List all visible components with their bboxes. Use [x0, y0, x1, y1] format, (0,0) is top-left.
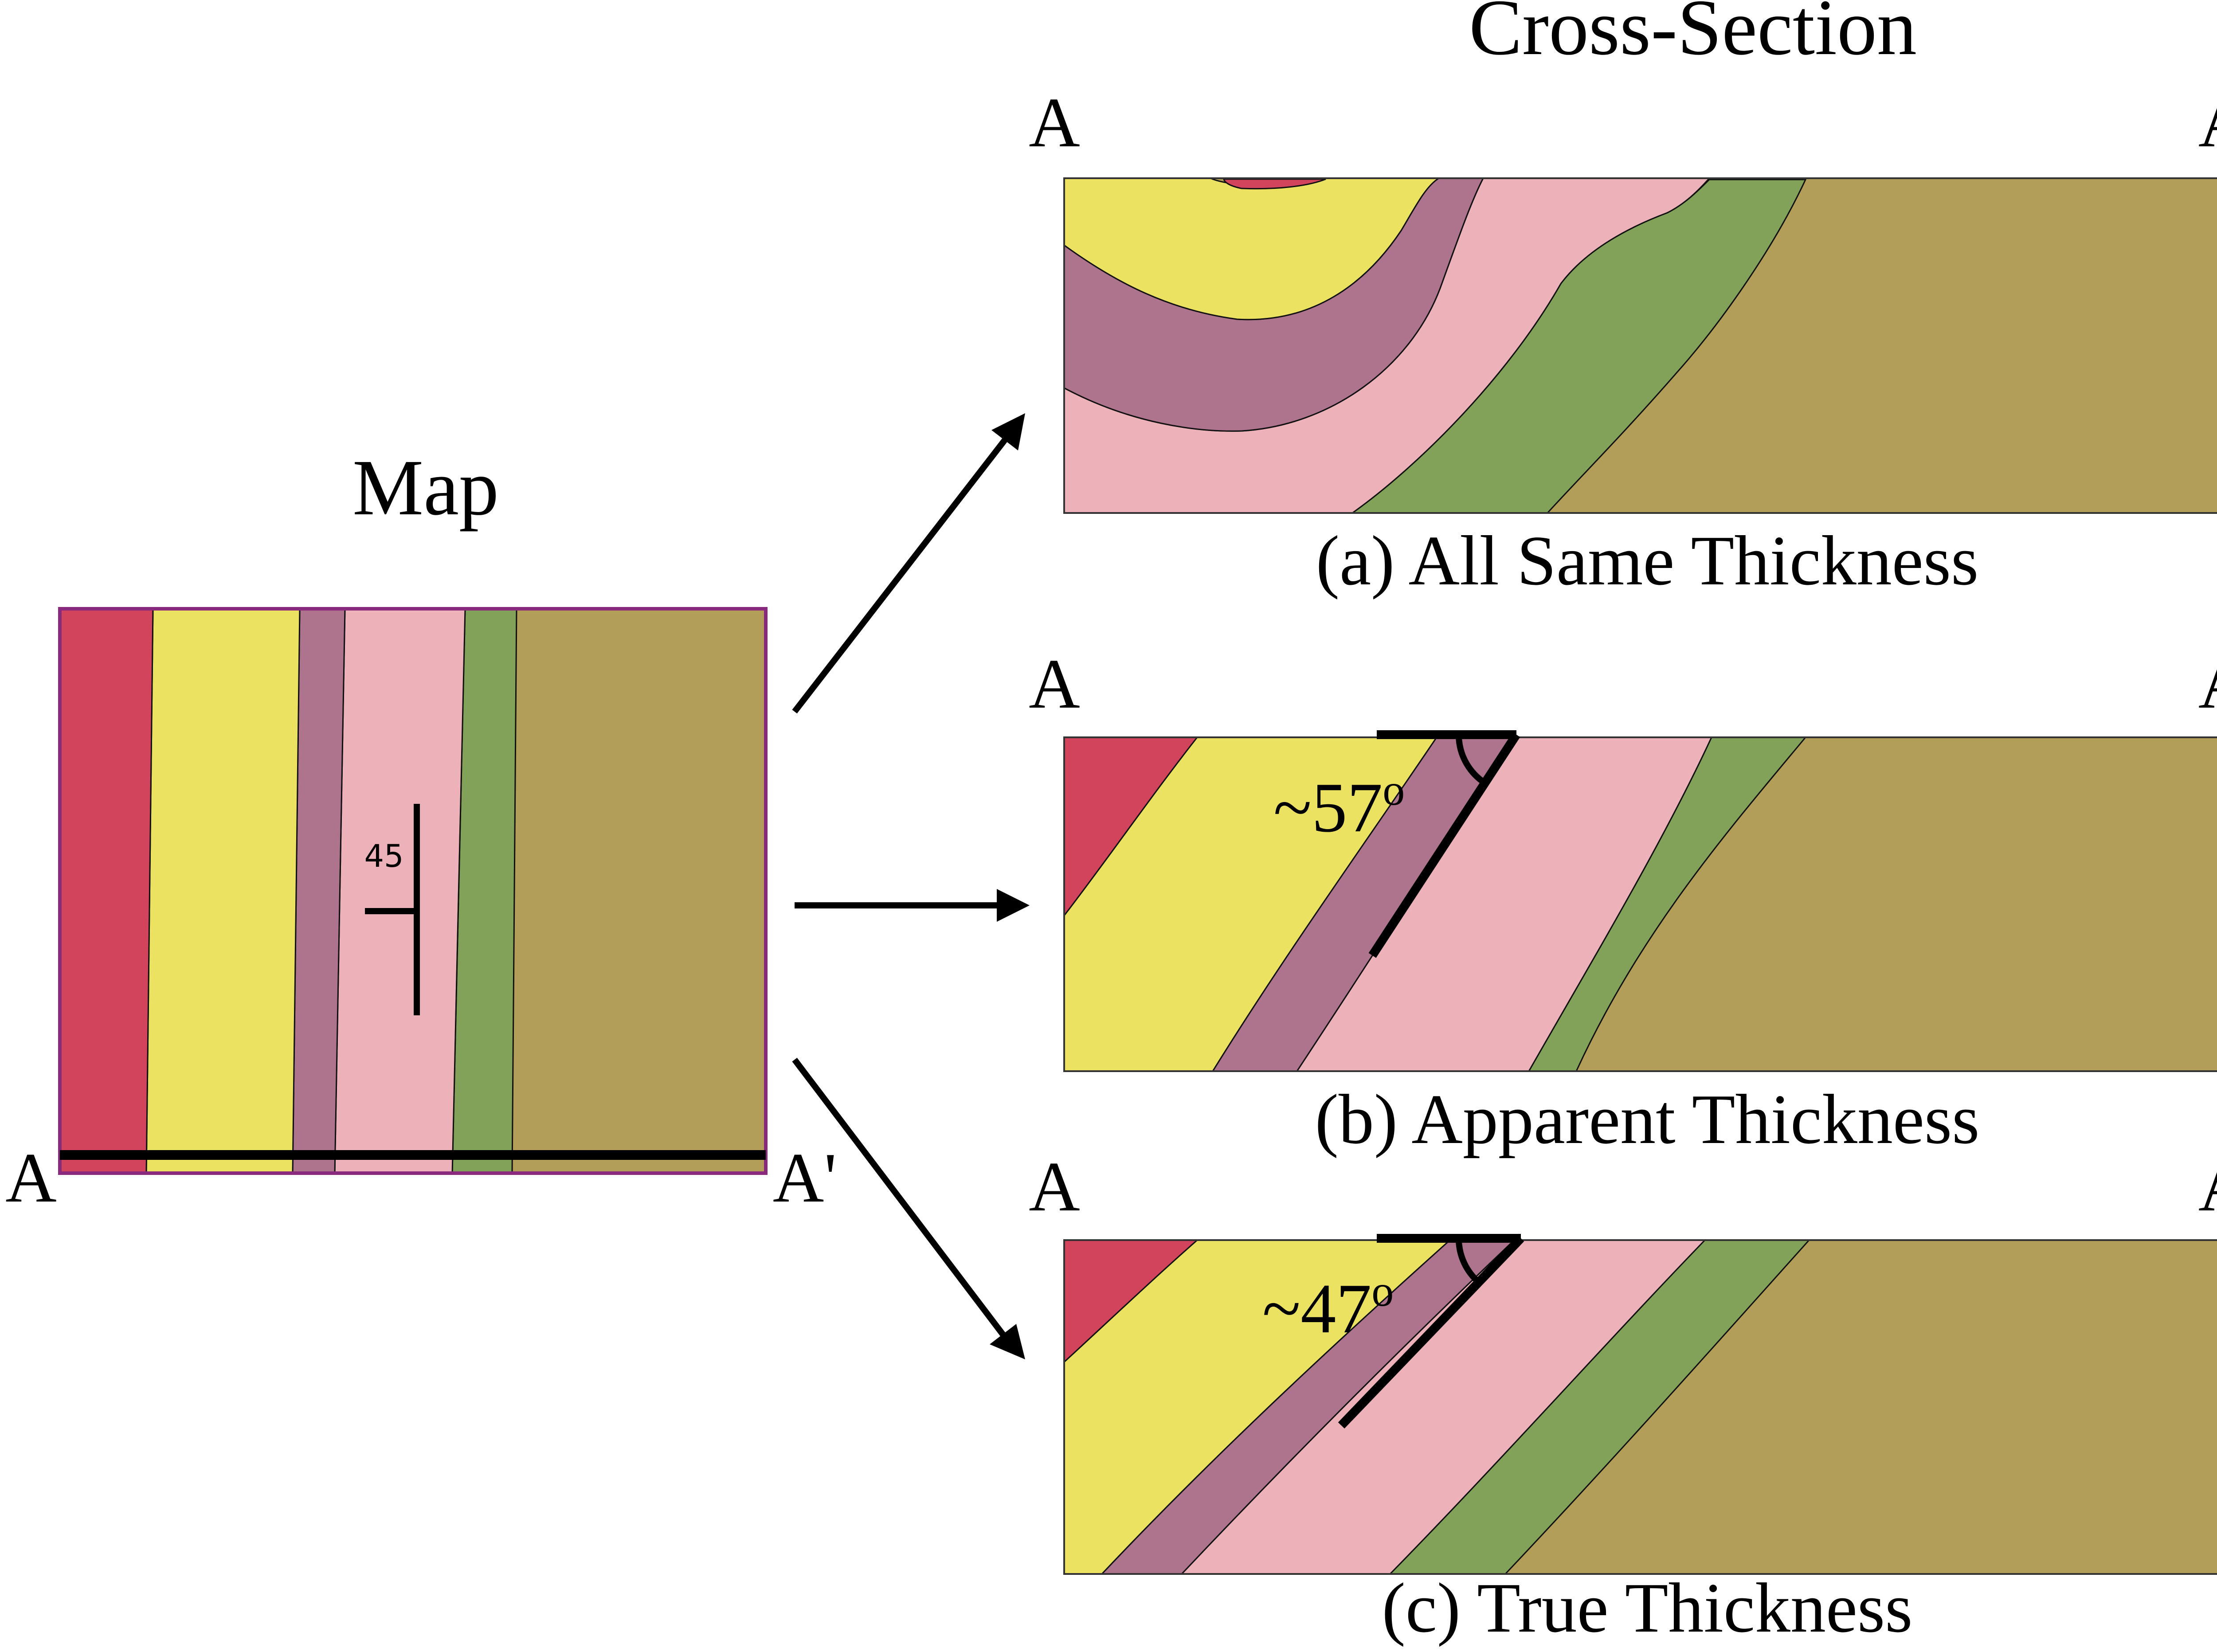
arrow-head-icon [991, 413, 1025, 450]
section-b-border [1063, 736, 2217, 1072]
arrows [792, 413, 1030, 1359]
arrow-head-icon [997, 889, 1030, 922]
map-unit-pink [334, 608, 466, 1174]
map-label-a: A [5, 1138, 57, 1217]
section-a-label-a: A [1029, 83, 1080, 162]
cross-section-title: Cross-Section [1469, 0, 1917, 71]
arrow-to-a [792, 437, 1008, 714]
section-a [1063, 177, 2217, 514]
section-c-unit-red [1063, 1239, 1199, 1364]
section-c-angle-arc [1456, 1240, 1481, 1285]
section-b-angle-arc [1456, 736, 1487, 786]
section-c-angle-label: ~47o [1262, 1266, 1394, 1348]
degree-symbol: o [1371, 1266, 1394, 1315]
map-border [58, 607, 768, 1175]
degree-symbol: o [1383, 765, 1405, 814]
section-a-unit-red [1223, 178, 1326, 190]
section-b-dip-line [1368, 732, 1520, 958]
section-a-caption: (a) All Same Thickness [1316, 521, 1979, 600]
arrow-to-c [792, 1057, 1006, 1337]
section-b-unit-red [1063, 736, 1199, 918]
section-a-border [1063, 177, 2217, 514]
geologic-map: 45 A A' [5, 607, 837, 1217]
section-c-border [1063, 1239, 2217, 1575]
section-a-label-a-prime: A' [2198, 83, 2217, 162]
map-title: Map [353, 443, 499, 532]
section-b-caption: (b) Apparent Thickness [1315, 1080, 1980, 1159]
arrow-head-icon [990, 1324, 1025, 1359]
section-c [1063, 1234, 2217, 1575]
section-b [1063, 730, 2217, 1072]
section-c-label-a: A [1029, 1147, 1080, 1226]
section-c-dip-line [1338, 1235, 1524, 1429]
section-c-label-a-prime: A' [2198, 1147, 2217, 1226]
dip-value-label: 45 [364, 838, 403, 874]
section-b-label-a: A [1029, 644, 1080, 723]
map-label-a-prime: A' [773, 1138, 837, 1217]
section-c-caption: (c) True Thickness [1382, 1568, 1913, 1647]
map-unit-red [59, 608, 154, 1174]
map-unit-yellow [145, 608, 301, 1174]
section-b-angle-label: ~57o [1273, 765, 1405, 847]
section-b-label-a-prime: A' [2198, 644, 2217, 723]
